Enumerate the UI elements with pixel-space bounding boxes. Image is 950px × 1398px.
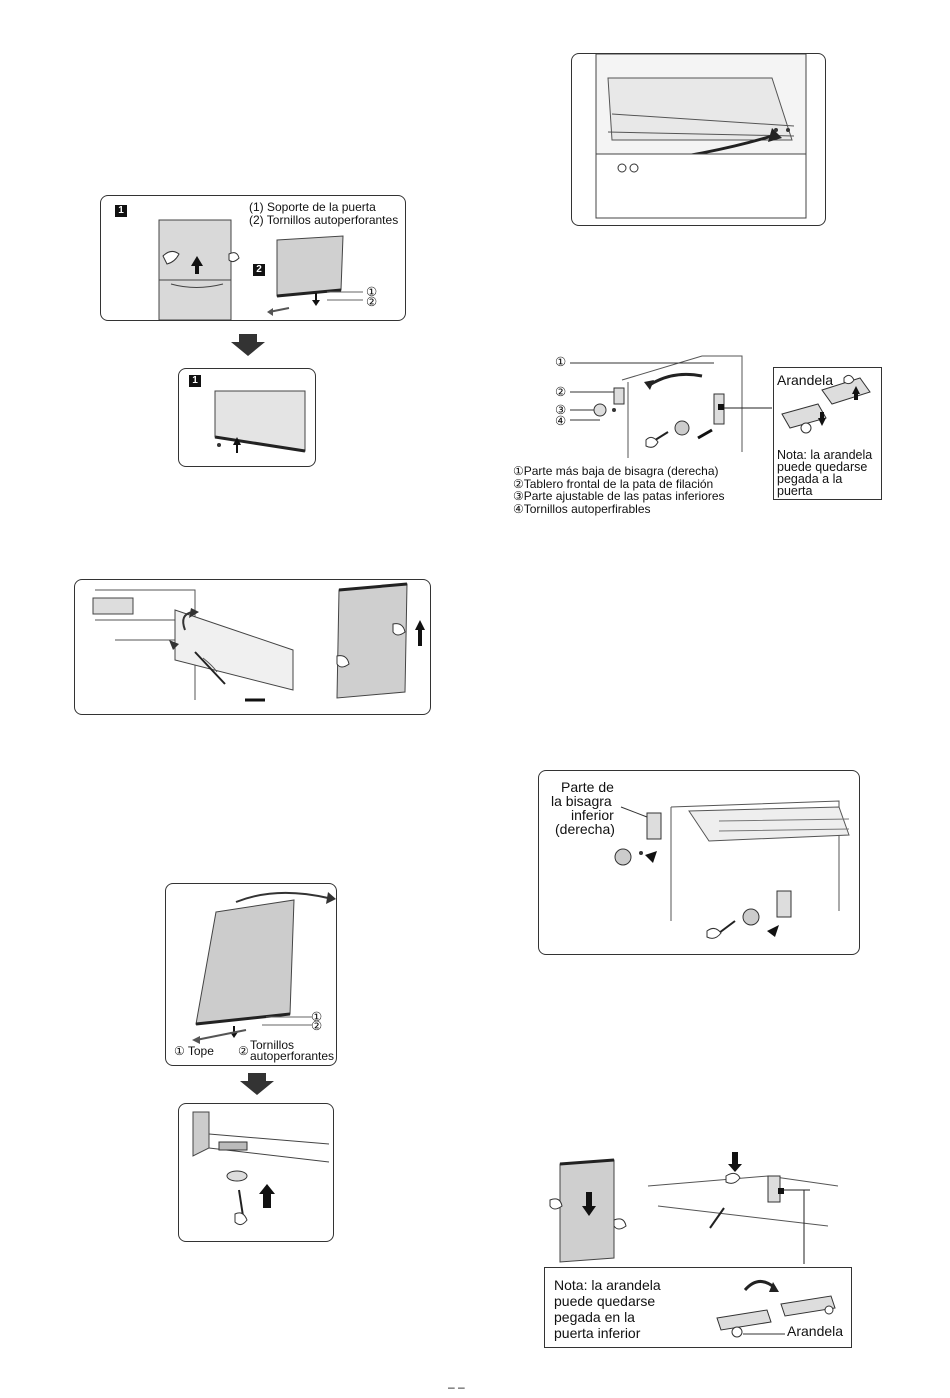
figure-door-support-detail: 1 (178, 368, 316, 467)
down-arrow-icon (231, 334, 265, 356)
fridge-door-illustration (158, 219, 363, 320)
label-self-tapping-screws: (2) Tornillos autoperforantes (249, 213, 399, 227)
callout-4: ④ (555, 414, 567, 428)
legend-item-4: ④Tornillos autoperfirables (513, 501, 651, 516)
note-line-4: puerta (777, 484, 813, 498)
freezer-illustration (595, 54, 807, 219)
note-line-4: puerta inferior (554, 1325, 641, 1341)
figure-freezer-interior (571, 53, 826, 226)
washer-title: Arandela (777, 372, 834, 388)
callout-2: ② (555, 385, 567, 399)
lower-hinge-install-illustration (614, 800, 850, 939)
hinge-label-line-1: Parte de (561, 779, 614, 795)
note-line-2: puede quedarse (554, 1293, 656, 1309)
door-stopper-illustration (192, 891, 336, 1044)
hinge-label-line-3: inferior (571, 807, 614, 823)
lower-door-note-box: Nota: la arandela puede quedarse pegada … (544, 1267, 852, 1348)
figure-move-stopper: ① ② ① Tope ② Tornillos autoperforantes (165, 883, 337, 1066)
step-badge-2: 2 (253, 264, 265, 276)
figure-lower-hinge-install: Parte de la bisagra inferior (derecha) (538, 770, 860, 955)
callout-2: ② (366, 295, 378, 309)
step-badge-1b: 1 (189, 375, 201, 387)
hinge-parts-legend: ①Parte más baja de bisagra (derecha) ②Ta… (513, 465, 725, 515)
step-badge-1: 1 (115, 205, 127, 217)
hinge-removal-illustration (92, 582, 425, 702)
label-screws-line1: Tornillos (250, 1038, 295, 1052)
washer-note-box: Arandela Nota: la arandela puede quedars… (773, 367, 882, 500)
note-line-1: Nota: la arandela (777, 448, 873, 462)
callout-3: ③ (555, 403, 567, 417)
hinge-label-line-4: (derecha) (555, 821, 615, 837)
stopper-install-illustration (192, 1111, 330, 1226)
down-arrow-icon (240, 1073, 274, 1095)
page-number-marks: – – (448, 1380, 465, 1394)
label-door-support: (1) Soporte de la puerta (249, 200, 376, 214)
lower-hinge-illustration (570, 355, 772, 458)
legend-item-2: ②Tablero frontal de la pata de filación (513, 476, 714, 491)
label-screws-marker: ② (238, 1044, 249, 1058)
legend-item-3: ③Parte ajustable de las patas inferiores (513, 489, 725, 503)
figure-install-stopper (178, 1103, 334, 1242)
lower-door-install-illustration (549, 1152, 839, 1264)
washer-label: Arandela (787, 1323, 844, 1339)
callout-1: ① (311, 1010, 323, 1024)
door-bottom-illustration (214, 390, 306, 453)
label-screws-line2: autoperforantes (250, 1049, 335, 1063)
hinge-label-line-2: la bisagra (551, 793, 612, 809)
note-line-2: puede quedarse (777, 460, 868, 474)
washer-illustration (781, 374, 871, 434)
figure-remove-middle-hinge (74, 579, 431, 715)
note-line-3: pegada a la (777, 472, 843, 486)
note-line-1: Nota: la arandela (554, 1277, 661, 1293)
washer-illustration (716, 1280, 836, 1338)
label-stopper: ① Tope (174, 1044, 214, 1058)
note-line-3: pegada en la (554, 1309, 635, 1325)
callout-2: ② (311, 1019, 323, 1033)
callout-1: ① (555, 355, 567, 369)
legend-item-1: ①Parte más baja de bisagra (derecha) (513, 464, 719, 478)
figure-remove-upper-door: 1 2 (1) Soporte de la puerta (2) Tornill… (100, 195, 406, 321)
callout-1: ① (366, 285, 378, 299)
